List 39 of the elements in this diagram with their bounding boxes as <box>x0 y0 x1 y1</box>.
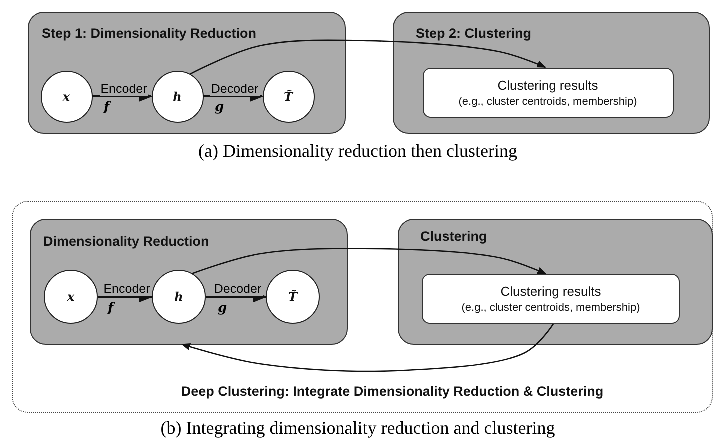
group-panel <box>30 218 348 344</box>
edge-label: Encoder <box>100 82 148 96</box>
edge-label: Decoder <box>210 82 260 96</box>
function-symbol: g <box>218 301 228 316</box>
panel-title: Step 2: Clustering <box>416 26 532 41</box>
panel-title: Clustering <box>420 228 488 244</box>
frame-title: Deep Clustering: Integrate Dimensionality Reduction & Clustering <box>180 384 605 399</box>
edge-label: Encoder <box>102 282 152 296</box>
results-title: Clustering results <box>500 284 602 299</box>
variable-circle <box>152 70 204 122</box>
function-symbol: g <box>215 100 224 115</box>
figure-caption: (a) Dimensionality reduction then clustering <box>198 141 518 162</box>
variable-label: T̃ <box>288 290 298 304</box>
variable-label: x <box>62 90 70 104</box>
function-symbol: f <box>108 301 114 316</box>
edge-label: Decoder <box>213 282 263 296</box>
figure-caption: (b) Integrating dimensionality reduction and clustering <box>160 418 556 439</box>
panel-title: Dimensionality Reduction <box>44 234 210 248</box>
arrow <box>192 248 547 275</box>
dotted-frame <box>12 201 713 413</box>
results-box <box>422 274 680 324</box>
arrow <box>181 324 554 372</box>
results-box <box>422 68 674 118</box>
variable-circle <box>44 270 98 324</box>
group-panel <box>393 12 710 134</box>
variable-label: x <box>67 290 75 304</box>
variable-label: T̃ <box>284 90 293 104</box>
panel-title: Step 1: Dimensionality Reduction <box>42 26 257 41</box>
variable-label: h <box>173 90 182 104</box>
group-panel <box>398 218 712 344</box>
variable-circle <box>266 270 320 324</box>
results-detail: (e.g., cluster centroids, membership) <box>458 96 638 108</box>
arrow <box>190 40 546 75</box>
results-title: Clustering results <box>498 78 598 92</box>
group-panel <box>28 12 346 134</box>
variable-circle <box>152 270 206 324</box>
variable-label: h <box>174 290 184 304</box>
results-detail: (e.g., cluster centroids, membership) <box>462 302 640 314</box>
function-symbol: f <box>104 100 110 115</box>
